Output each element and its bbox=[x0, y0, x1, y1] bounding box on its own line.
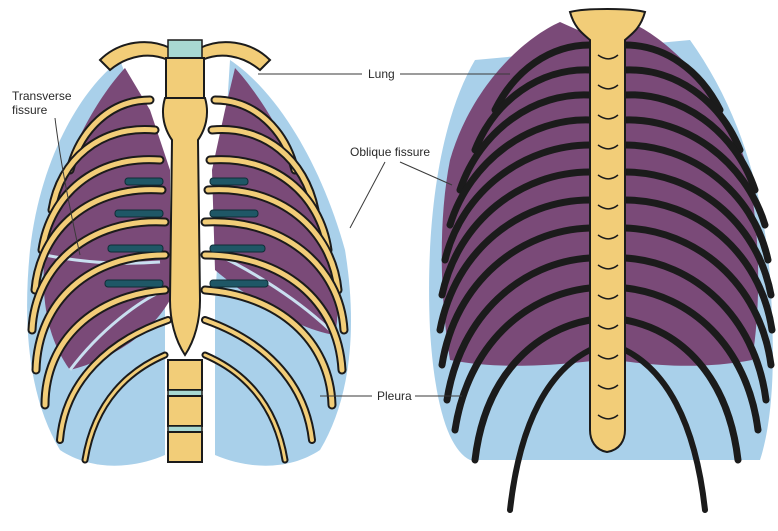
label-transverse-fissure-line1: Transverse bbox=[12, 89, 72, 103]
label-lung: Lung bbox=[368, 67, 395, 81]
anterior-lower-vertebrae bbox=[168, 360, 202, 462]
anterior-view bbox=[27, 40, 351, 466]
clavicle-left bbox=[100, 42, 170, 70]
anterior-vertebra-2 bbox=[166, 58, 204, 98]
leader-oblique-fissure-anterior bbox=[350, 162, 385, 228]
label-pleura: Pleura bbox=[377, 389, 412, 403]
label-oblique-fissure: Oblique fissure bbox=[350, 145, 430, 159]
anterior-vertebra-top bbox=[168, 40, 202, 58]
posterior-view bbox=[429, 9, 773, 510]
label-transverse-fissure-line2: fissure bbox=[12, 103, 48, 117]
